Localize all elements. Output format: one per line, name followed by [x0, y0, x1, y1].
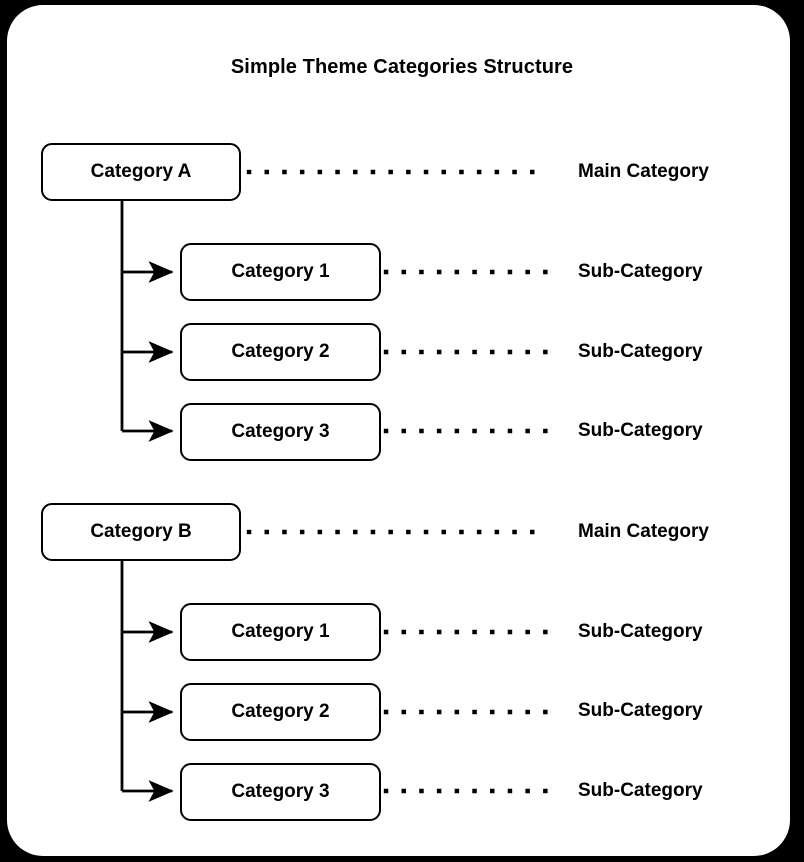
node-label: Category 1 — [231, 621, 330, 642]
node-label: Category B — [90, 521, 192, 542]
node-label: Category 1 — [231, 261, 330, 282]
side-label-group-b-category-2: Sub-Category — [578, 700, 703, 721]
node-label: Category 2 — [231, 701, 330, 722]
side-label-group-a-category-3: Sub-Category — [578, 420, 703, 441]
diagram-title: Simple Theme Categories Structure — [230, 56, 574, 78]
side-label-group-a-category-1: Sub-Category — [578, 261, 703, 282]
dotted-leader-main — [246, 169, 552, 535]
node-category-a[interactable]: Category A — [41, 143, 241, 201]
connector-group-a — [120, 201, 174, 442]
side-label-main-category-a: Main Category — [578, 161, 709, 182]
node-label: Category 3 — [231, 421, 330, 442]
node-label: Category 3 — [231, 781, 330, 802]
node-group-b-category-2[interactable]: Category 2 — [180, 683, 381, 741]
node-label: Category A — [90, 161, 192, 182]
connector-group-b — [120, 561, 174, 802]
node-category-b[interactable]: Category B — [41, 503, 241, 561]
node-label: Category 2 — [231, 341, 330, 362]
side-label-group-a-category-2: Sub-Category — [578, 341, 703, 362]
node-group-a-category-3[interactable]: Category 3 — [180, 403, 381, 461]
side-label-main-category-b: Main Category — [578, 521, 709, 542]
node-group-b-category-3[interactable]: Category 3 — [180, 763, 381, 821]
node-group-b-category-1[interactable]: Category 1 — [180, 603, 381, 661]
side-label-group-b-category-3: Sub-Category — [578, 780, 703, 801]
node-group-a-category-2[interactable]: Category 2 — [180, 323, 381, 381]
node-group-a-category-1[interactable]: Category 1 — [180, 243, 381, 301]
side-label-group-b-category-1: Sub-Category — [578, 621, 703, 642]
